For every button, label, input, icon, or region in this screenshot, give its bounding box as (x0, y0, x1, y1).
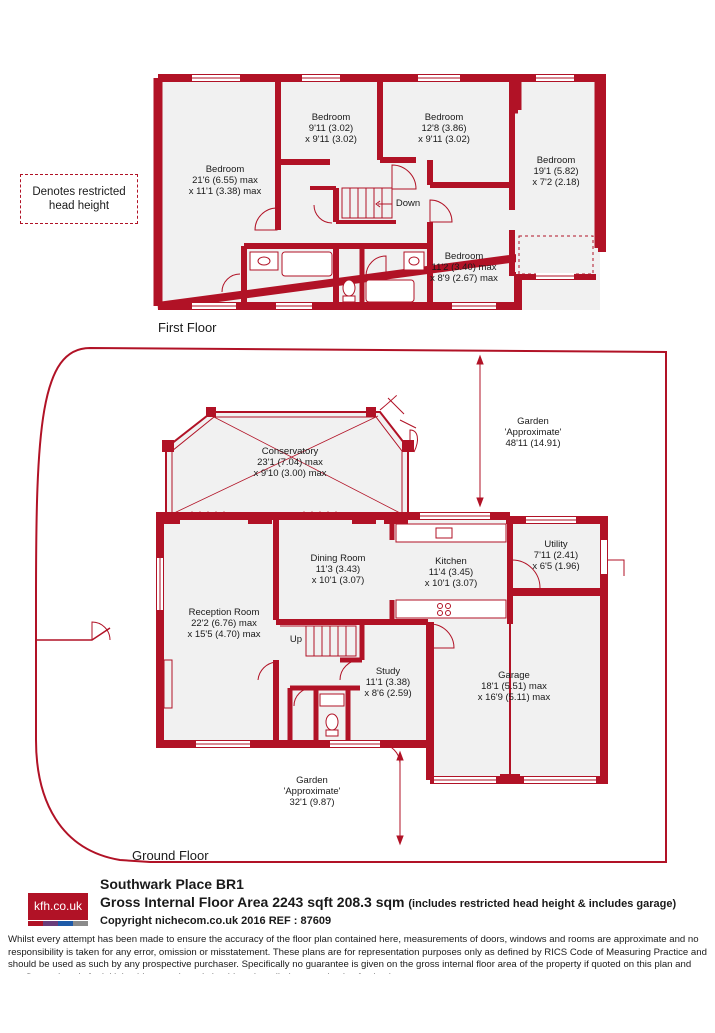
kfh-logo: kfh.co.uk (28, 893, 88, 929)
reception-name: Reception Room (189, 607, 260, 618)
logo-stripes (28, 921, 88, 926)
conservatory-dim2: x 9'10 (3.00) max (253, 468, 326, 479)
study-name: Study (376, 666, 401, 677)
first-floor-label: First Floor (158, 320, 217, 335)
garden-front-dim: 32'1 (9.87) (289, 797, 334, 808)
garden-front-sub: 'Approximate' (284, 786, 341, 797)
bedroom2-dim2: x 9'11 (3.02) (305, 134, 357, 145)
ground-floor-label: Ground Floor (132, 848, 209, 863)
bedroom3-dim1: 12'8 (3.86) (421, 123, 466, 134)
restricted-head-height-legend: Denotes restricted head height (20, 174, 138, 224)
logo-stripe (73, 921, 88, 926)
conservatory-dim1: 23'1 (7.04) max (257, 457, 323, 468)
bedroom4-dim1: 19'1 (5.82) (533, 166, 578, 177)
bedroom4-name: Bedroom (537, 155, 576, 166)
logo-stripe (28, 921, 43, 926)
ground-floor-plan (35, 347, 667, 863)
utility-dim1: 7'11 (2.41) (534, 550, 578, 561)
copyright: Copyright nichecom.co.uk 2016 REF : 8760… (100, 915, 332, 927)
first-floor-plan (153, 74, 606, 310)
dining-name: Dining Room (311, 553, 366, 564)
kitchen-name: Kitchen (435, 556, 467, 567)
kitchen-dim1: 11'4 (3.45) (429, 567, 473, 578)
property-title: Southwark Place BR1 (100, 876, 244, 892)
legend-line1: Denotes restricted (32, 186, 126, 198)
floor-area-note: (includes restricted head height & inclu… (408, 898, 677, 910)
floor-area: Gross Internal Floor Area 2243 sqft 208.… (100, 894, 676, 910)
garden-front-name: Garden (296, 775, 328, 786)
bedroom3-dim2: x 9'11 (3.02) (418, 134, 470, 145)
stairs-up-label: Up (290, 634, 302, 645)
bedroom1-name: Bedroom (206, 164, 245, 175)
dining-dim1: 11'3 (3.43) (316, 564, 360, 575)
bedroom5-name: Bedroom (445, 251, 484, 262)
utility-name: Utility (544, 539, 567, 550)
utility-dim2: x 6'5 (1.96) (532, 561, 579, 572)
reception-dim2: x 15'5 (4.70) max (187, 629, 260, 640)
floor-area-value: Gross Internal Floor Area 2243 sqft 208.… (100, 894, 405, 910)
bedroom1-dim1: 21'6 (6.55) max (192, 175, 258, 186)
logo-text: kfh.co.uk (28, 893, 88, 920)
bedroom5-dim2: x 8'9 (2.67) max (430, 273, 498, 284)
study-dim1: 11'1 (3.38) (366, 677, 410, 688)
garage-dim2: x 16'9 (5.11) max (478, 692, 551, 703)
bedroom3-name: Bedroom (425, 112, 464, 123)
legend-line2: head height (48, 200, 110, 212)
reception-dim1: 22'2 (6.76) max (191, 618, 257, 629)
room-labels: First Floor Ground Floor Bedroom 21'6 (6… (132, 112, 580, 863)
bedroom2-dim1: 9'11 (3.02) (309, 123, 353, 134)
garden-back-sub: 'Approximate' (505, 427, 562, 438)
bedroom4-dim2: x 7'2 (2.18) (532, 177, 579, 188)
kitchen-dim2: x 10'1 (3.07) (425, 578, 478, 589)
logo-stripe (58, 921, 73, 926)
bedroom5-dim1: 11'2 (3.40) max (431, 262, 496, 273)
garage-dim1: 18'1 (5.51) max (481, 681, 547, 692)
dining-dim2: x 10'1 (3.07) (312, 575, 365, 586)
conservatory-name: Conservatory (262, 446, 319, 457)
disclaimer: Whilst every attempt has been made to en… (8, 934, 707, 974)
bedroom2-name: Bedroom (312, 112, 351, 123)
stairs-down-label: Down (396, 198, 420, 209)
study-dim2: x 8'6 (2.59) (364, 688, 411, 699)
garden-back-name: Garden (517, 416, 549, 427)
logo-stripe (43, 921, 58, 926)
garden-back-dim: 48'11 (14.91) (506, 438, 561, 449)
bedroom1-dim2: x 11'1 (3.38) max (189, 186, 262, 197)
garage-name: Garage (498, 670, 530, 681)
